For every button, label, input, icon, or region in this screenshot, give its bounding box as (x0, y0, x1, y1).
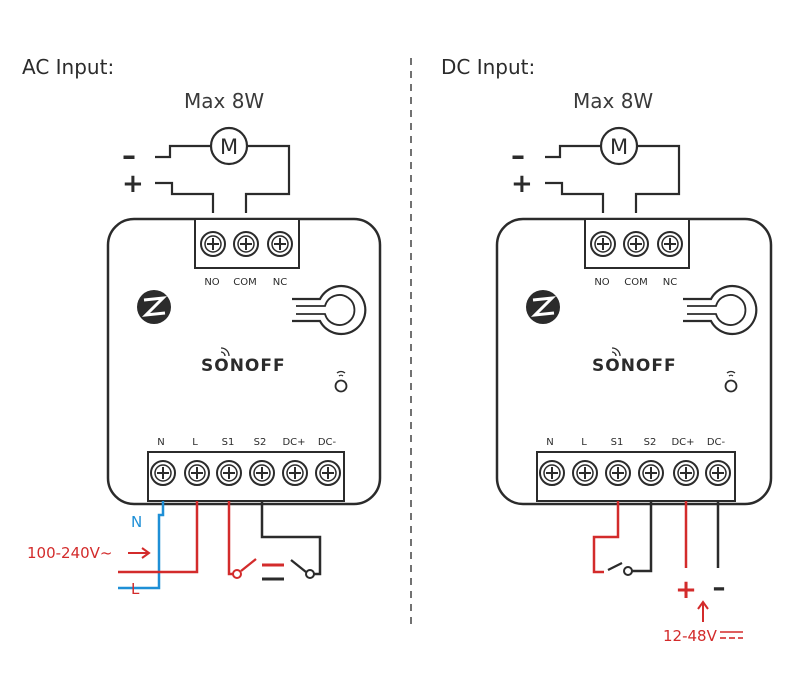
dc-bottom-screw-ring-0 (543, 464, 561, 482)
ac-button-loop (292, 284, 367, 336)
ac-title: AC Input: (22, 55, 114, 79)
dc-bottom-screws (539, 460, 731, 486)
dc-label-no: NO (594, 277, 609, 288)
ac-bottom-screw-ring-3 (253, 464, 271, 482)
dc-negative-sign: – (713, 573, 726, 603)
ac-voltage-label: 100-240V~ (27, 544, 113, 562)
ac-bottom-terminal-block (147, 451, 345, 502)
dc-label-dcp: DC+ (671, 437, 694, 448)
ac-logo-wifi-icon (220, 347, 230, 357)
dc-minus-sign: – (511, 139, 525, 172)
dc-title: DC Input: (441, 55, 535, 79)
dc-top-screw-ring-0 (594, 235, 612, 253)
ac-top-screw-ring-1 (237, 235, 255, 253)
ac-motor-wire-right (244, 144, 291, 213)
dc-label-com: COM (624, 277, 647, 288)
dc-switch-lever (607, 561, 623, 572)
dc-label-nc: NC (663, 277, 677, 288)
ac-led-wifi-icon (336, 370, 346, 377)
dc-switch-contact (623, 566, 633, 576)
ac-wire-s2 (260, 501, 322, 576)
dc-led-wifi-icon (726, 370, 736, 377)
dc-panel: DC Input: Max 8W M – + NO COM NC SONOFF … (441, 55, 773, 645)
dc-plus-sign: + (511, 169, 533, 199)
ac-minus-sign: – (122, 139, 136, 172)
ac-motor-wire-minus (155, 144, 211, 159)
ac-label-dcp: DC+ (282, 437, 305, 448)
ac-bottom-screw-ring-4 (286, 464, 304, 482)
dc-motor-wire-minus (545, 144, 601, 159)
dc-zigbee-mark (530, 296, 557, 317)
ac-wire-l-label: L (131, 580, 140, 598)
dc-wire-s1 (592, 501, 620, 574)
ac-bottom-screw-ring-2 (220, 464, 238, 482)
dc-label-dcm: DC- (707, 437, 726, 448)
ac-max-power: Max 8W (184, 89, 264, 113)
ac-wire-live (118, 501, 199, 574)
ac-button-loop-inner (296, 294, 356, 326)
ac-panel: AC Input: Max 8W M – + NO COM NC SONOFF … (22, 55, 382, 598)
ac-bottom-screw-ring-0 (154, 464, 172, 482)
dc-motor-wire-right (634, 144, 681, 213)
ac-label-nc: NC (273, 277, 287, 288)
dc-logo-wifi-icon (611, 347, 621, 357)
dc-bottom-screw-ring-2 (609, 464, 627, 482)
dc-bottom-screw-ring-5 (709, 464, 727, 482)
ac-top-screw-ring-2 (271, 235, 289, 253)
ac-label-com: COM (233, 277, 256, 288)
ac-bottom-screw-ring-5 (319, 464, 337, 482)
ac-switch-lever-right (290, 559, 307, 573)
ac-top-screw-ring-0 (204, 235, 222, 253)
dc-label-n: N (546, 437, 553, 448)
dc-positive-sign: + (675, 575, 697, 605)
ac-switch-contact-right (305, 569, 315, 579)
dc-brand-logo: SONOFF (592, 356, 677, 376)
ac-motor-wire-plus (155, 181, 215, 213)
ac-wire-n-label: N (131, 513, 142, 531)
ac-led-icon (334, 379, 348, 393)
ac-label-s2: S2 (254, 437, 267, 448)
ac-label-l: L (192, 437, 198, 448)
ac-brand-logo: SONOFF (201, 356, 286, 376)
dc-top-screw-ring-2 (661, 235, 679, 253)
dc-voltage-label: 12-48V (663, 627, 718, 645)
ac-bottom-screw-ring-1 (188, 464, 206, 482)
dc-wire-s2 (632, 501, 653, 573)
dc-button-loop (683, 284, 758, 336)
ac-motor-label: M (220, 135, 238, 159)
ac-wire-s1 (227, 501, 233, 576)
dc-label-s1: S1 (611, 437, 624, 448)
dc-bottom-screw-ring-1 (576, 464, 594, 482)
dc-top-screw-ring-1 (627, 235, 645, 253)
dc-label-l: L (581, 437, 587, 448)
ac-bottom-screws (150, 460, 341, 486)
dc-top-screws (590, 231, 683, 257)
ac-label-dcm: DC- (318, 437, 337, 448)
dc-label-s2: S2 (644, 437, 657, 448)
dc-bottom-screw-ring-3 (642, 464, 660, 482)
dc-button-loop-inner (687, 294, 747, 326)
dc-symbol-icon (720, 631, 743, 639)
ac-switch-lever-left (240, 558, 257, 572)
dc-max-power: Max 8W (573, 89, 653, 113)
ac-label-no: NO (204, 277, 219, 288)
dc-motor-wire-plus (545, 181, 605, 213)
dc-led-icon (724, 379, 738, 393)
ac-top-screws (200, 231, 293, 257)
dc-bottom-terminal-block (536, 451, 736, 502)
dc-bottom-screw-ring-4 (677, 464, 695, 482)
ac-wire-neutral (118, 501, 165, 590)
ac-switch-contact-left (232, 569, 242, 579)
ac-plus-sign: + (122, 169, 144, 199)
dc-motor-label: M (610, 135, 628, 159)
dc-voltage-arrow-icon (697, 600, 709, 622)
ac-voltage-arrow-icon (128, 547, 151, 559)
ac-zigbee-mark (141, 296, 168, 317)
ac-label-n: N (157, 437, 164, 448)
ac-label-s1: S1 (222, 437, 235, 448)
